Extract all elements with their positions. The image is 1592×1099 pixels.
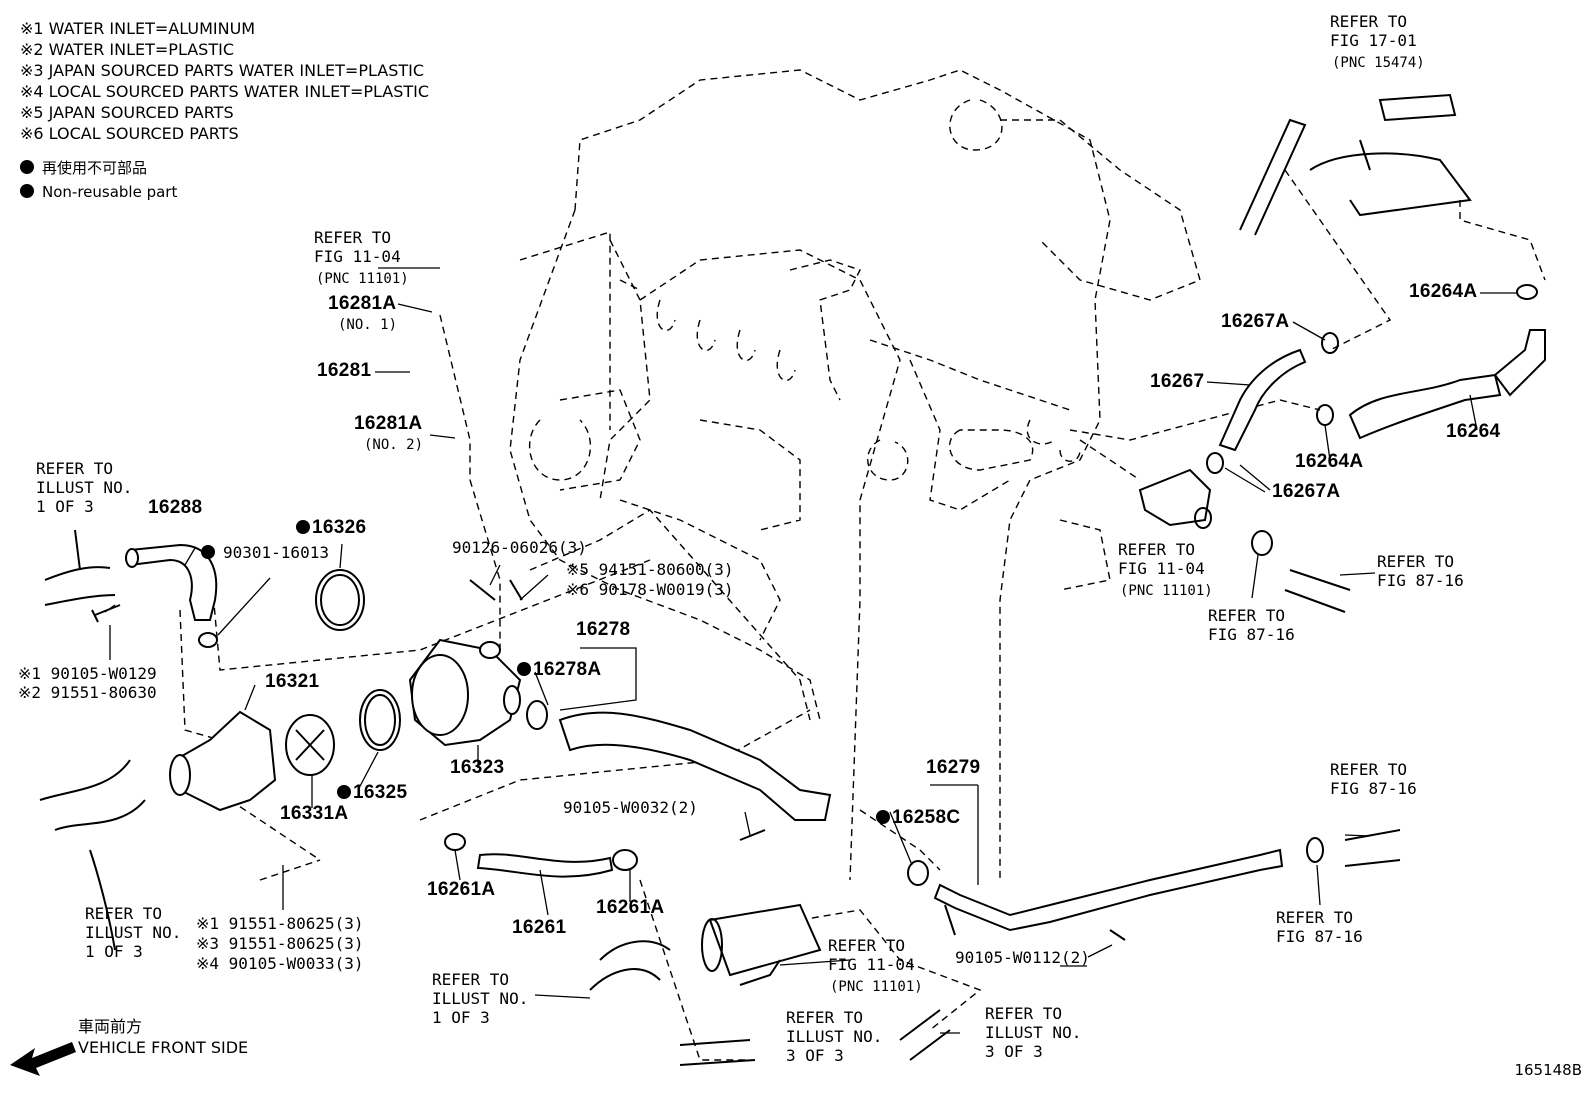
part-16288: 16288 bbox=[148, 497, 203, 518]
part-16281A-no1-sub: (NO. 1) bbox=[338, 317, 398, 333]
ref-fig-11-04-mid-pnc: (PNC 11101) bbox=[1120, 583, 1213, 599]
part-16278A: 16278A bbox=[517, 660, 601, 679]
part-90126-06026: 90126-06026(3) bbox=[452, 538, 587, 557]
ref-fig-11-04-top: REFER TO FIG 11-04 bbox=[314, 228, 401, 266]
part-16261: 16261 bbox=[512, 917, 567, 938]
part-16267A-top: 16267A bbox=[1221, 311, 1290, 332]
part-90105-W0033: ※4 90105-W0033(3) bbox=[196, 954, 364, 973]
ref-fig-11-04-bottom-pnc: (PNC 11101) bbox=[830, 979, 923, 995]
part-16278: 16278 bbox=[576, 619, 631, 640]
part-16264: 16264 bbox=[1446, 421, 1501, 442]
footnotes: ※1 WATER INLET=ALUMINUM ※2 WATER INLET=P… bbox=[20, 18, 429, 144]
part-16321: 16321 bbox=[265, 671, 320, 692]
engine-block-outline bbox=[509, 69, 1201, 881]
ref-fig-11-04-top-pnc: (PNC 11101) bbox=[316, 271, 409, 287]
part-16258C: 16258C bbox=[876, 808, 960, 827]
ref-illust-1-left: REFER TO ILLUST NO. 1 OF 3 bbox=[36, 459, 133, 516]
non-reusable-dot-icon bbox=[20, 160, 34, 174]
ref-fig-17-01: REFER TO FIG 17-01 bbox=[1330, 12, 1417, 50]
part-94151-80600: ※5 94151-80600(3) bbox=[566, 560, 734, 579]
ref-fig-87-16-d: REFER TO FIG 87-16 bbox=[1276, 908, 1363, 946]
part-90105-W0129: ※1 90105-W0129 bbox=[18, 664, 157, 683]
assembly-guide-lines bbox=[179, 169, 1546, 1061]
legend-en: Non-reusable part bbox=[20, 180, 177, 204]
note-1: ※1 WATER INLET=ALUMINUM bbox=[20, 19, 256, 38]
note-3: ※3 JAPAN SOURCED PARTS WATER INLET=PLAST… bbox=[20, 61, 425, 80]
part-16323: 16323 bbox=[450, 757, 505, 778]
ref-illust-3-a: REFER TO ILLUST NO. 3 OF 3 bbox=[786, 1008, 883, 1065]
water-inlet-parts bbox=[39, 93, 1546, 1066]
part-16281A-no2-sub: (NO. 2) bbox=[364, 437, 424, 453]
part-16326: 16326 bbox=[296, 518, 366, 537]
legend: 再使用不可部品 Non-reusable part bbox=[20, 156, 177, 204]
ref-fig-17-01-pnc: (PNC 15474) bbox=[1332, 55, 1425, 71]
ref-fig-87-16-b: REFER TO FIG 87-16 bbox=[1208, 606, 1295, 644]
note-6: ※6 LOCAL SOURCED PARTS bbox=[20, 124, 239, 143]
non-reusable-dot-icon bbox=[337, 785, 351, 799]
non-reusable-dot-icon bbox=[296, 520, 310, 534]
ref-fig-11-04-mid: REFER TO FIG 11-04 bbox=[1118, 540, 1205, 578]
part-16281: 16281 bbox=[317, 360, 372, 381]
ref-fig-87-16-a: REFER TO FIG 87-16 bbox=[1377, 552, 1464, 590]
vehicle-front-en: VEHICLE FRONT SIDE bbox=[78, 1038, 249, 1057]
part-90105-W0112: 90105-W0112(2) bbox=[955, 948, 1090, 967]
note-2: ※2 WATER INLET=PLASTIC bbox=[20, 40, 234, 59]
part-16281A-no1: 16281A bbox=[328, 293, 397, 314]
ref-fig-87-16-c: REFER TO FIG 87-16 bbox=[1330, 760, 1417, 798]
vehicle-front-label: 車両前方 VEHICLE FRONT SIDE bbox=[78, 1016, 248, 1058]
ref-illust-1-bottom-left: REFER TO ILLUST NO. 1 OF 3 bbox=[85, 904, 182, 961]
part-90178-W0019: ※6 90178-W0019(3) bbox=[566, 580, 734, 599]
part-16331A: 16331A bbox=[280, 803, 349, 824]
part-91551-80625-3: ※3 91551-80625(3) bbox=[196, 934, 364, 953]
note-4: ※4 LOCAL SOURCED PARTS WATER INLET=PLAST… bbox=[20, 82, 430, 101]
legend-jp: 再使用不可部品 bbox=[20, 156, 177, 180]
part-90105-W0032: 90105-W0032(2) bbox=[563, 798, 698, 817]
non-reusable-dot-icon bbox=[20, 184, 34, 198]
part-16264A-mid: 16264A bbox=[1295, 451, 1364, 472]
part-16267: 16267 bbox=[1150, 371, 1205, 392]
part-16264A-top: 16264A bbox=[1409, 281, 1478, 302]
ref-illust-1-bottom: REFER TO ILLUST NO. 1 OF 3 bbox=[432, 970, 529, 1027]
vehicle-front-arrow bbox=[10, 1042, 76, 1076]
non-reusable-dot-icon bbox=[201, 545, 215, 559]
non-reusable-dot-icon bbox=[517, 662, 531, 676]
part-16261A-left: 16261A bbox=[427, 879, 496, 900]
note-5: ※5 JAPAN SOURCED PARTS bbox=[20, 103, 234, 122]
non-reusable-dot-icon bbox=[876, 810, 890, 824]
part-16267A-mid: 16267A bbox=[1272, 481, 1341, 502]
part-16279: 16279 bbox=[926, 757, 981, 778]
part-16281A-no2: 16281A bbox=[354, 413, 423, 434]
part-91551-80630: ※2 91551-80630 bbox=[18, 683, 157, 702]
part-16325: 16325 bbox=[337, 783, 407, 802]
figure-id: 165148B bbox=[1514, 1061, 1582, 1079]
ref-illust-3-b: REFER TO ILLUST NO. 3 OF 3 bbox=[985, 1004, 1082, 1061]
part-91551-80625-1: ※1 91551-80625(3) bbox=[196, 914, 364, 933]
part-90301-16013: 90301-16013 bbox=[201, 543, 329, 562]
ref-fig-11-04-bottom: REFER TO FIG 11-04 bbox=[828, 936, 915, 974]
part-16261A-right: 16261A bbox=[596, 897, 665, 918]
vehicle-front-jp: 車両前方 bbox=[78, 1017, 143, 1036]
